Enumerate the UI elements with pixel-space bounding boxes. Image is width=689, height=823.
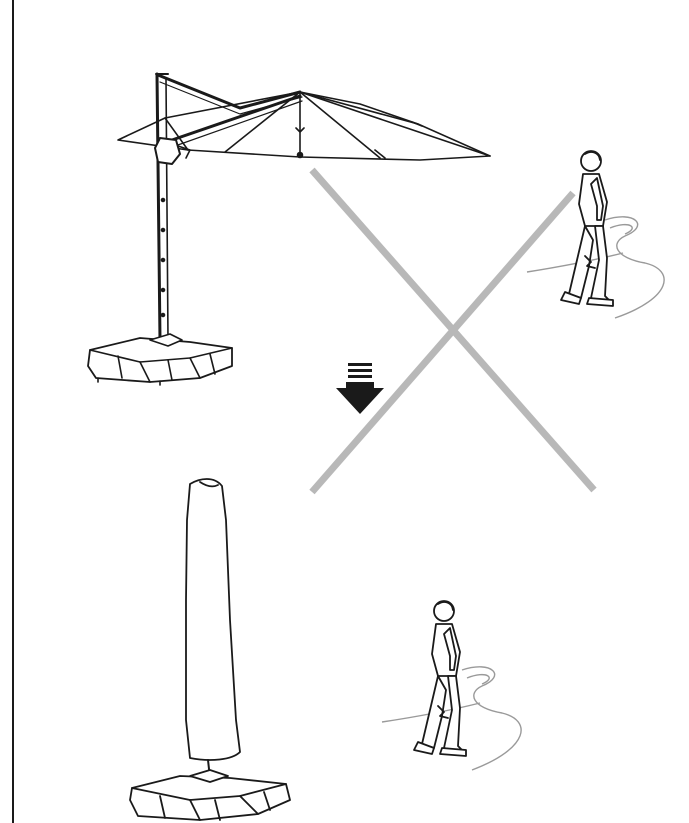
walking-person-icon: [527, 151, 664, 318]
open-umbrella-icon: [88, 74, 490, 385]
walking-person-icon: [382, 601, 521, 770]
down-arrow-icon: [336, 363, 384, 414]
cross-mark-icon: [312, 170, 594, 492]
cantilever-umbrella-covered-icon: [130, 479, 290, 820]
